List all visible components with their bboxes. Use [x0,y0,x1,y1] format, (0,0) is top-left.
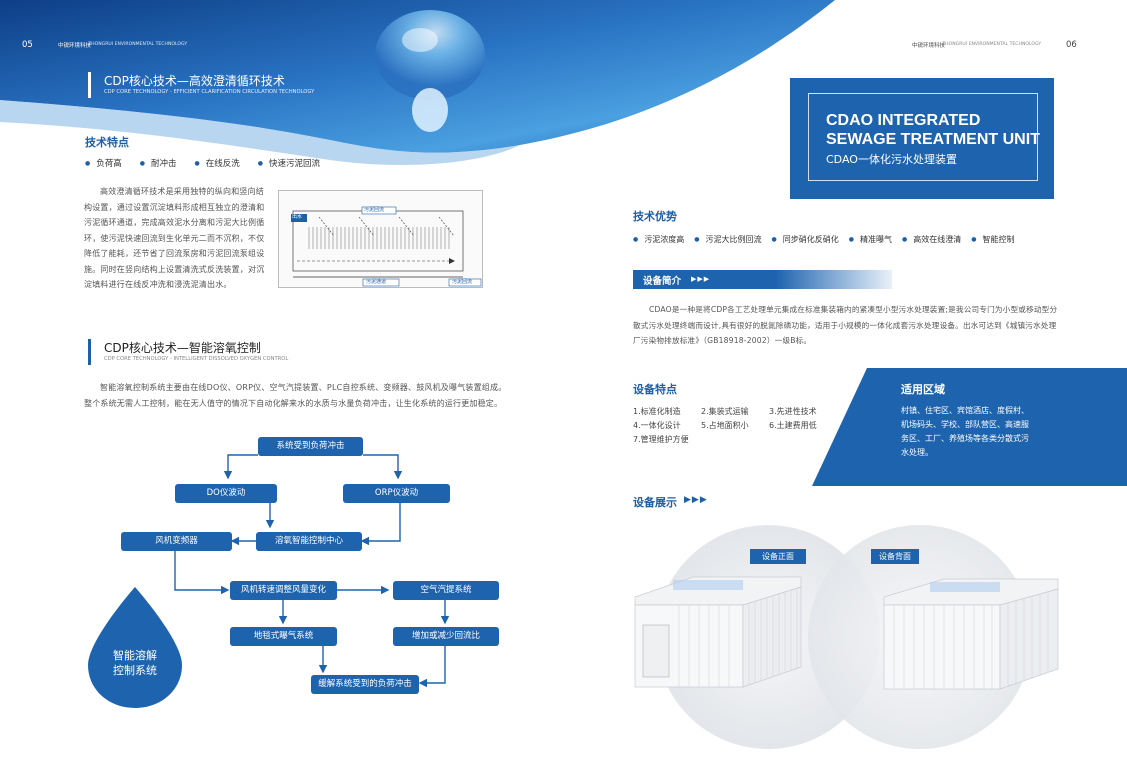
feature-item: 耐冲击 [140,157,177,169]
flow-node-fan-speed: 风机转速调整风量变化 [230,581,337,600]
front-view-label: 设备正面 [750,549,806,564]
advantage-item: 同步硝化反硝化 [772,234,839,245]
showcase-arrows-icon: ▶▶▶ [684,495,708,505]
hero-subtitle: CDAO一体化污水处理装置 [826,153,957,166]
feature-item: 在线反洗 [195,157,240,169]
areas-panel-bg [812,368,1127,486]
container-unit-front [634,576,802,688]
advantage-item: 精准曝气 [849,234,892,245]
feature-item: 负荷高 [85,157,122,169]
sec2-paragraph: 智能溶氧控制系统主要由在线DO仪、ORP仪、空气汽提装置、PLC自控系统、变频器… [84,383,507,408]
diagram-label-bottom1: 污泥通道 [366,279,387,285]
flowchart-arrows [174,454,450,688]
water-drop-icon [88,587,182,708]
advantage-item: 高效在线澄清 [902,234,961,245]
features-list: 负荷高 耐冲击 在线反洗 快速污泥回流 [85,157,320,169]
sec1-title-bar [88,72,91,98]
hero-title-line2: SEWAGE TREATMENT UNIT [826,131,1040,148]
back-view-label: 设备背面 [871,549,919,564]
intro-arrows-icon: ▶▶▶ [691,275,711,283]
advantage-item: 智能控制 [971,234,1015,245]
sec2-title-bar [88,339,91,365]
drop-label-line2: 控制系统 [113,664,157,677]
flow-node-do: DO仪波动 [175,484,277,503]
areas-text: 村镇、住宅区、宾馆酒店、度假村、机场码头、学校、部队营区、高速服务区、工厂、养殖… [901,406,1029,457]
device-feature-item: 5.占地面积小 [701,421,749,430]
sec1-title: CDP核心技术—高效澄清循环技术 [104,74,285,88]
advantage-item: 污泥大比例回流 [694,234,762,245]
intro-paragraph: CDAO是一种是将CDP各工艺处理单元集成在标准集装箱内的紧凑型小型污水处理装置… [633,305,1058,345]
advantages-list: 污泥浓度高 污泥大比例回流 同步硝化反硝化 精准曝气 高效在线澄清 智能控制 [633,234,1015,245]
showcase-title: 设备展示 [633,496,677,509]
drop-label: 智能溶解 控制系统 [82,648,188,678]
areas-title: 适用区域 [901,383,945,396]
device-features-title: 设备特点 [633,383,677,396]
header-water-wave [0,0,835,165]
right-page-number: 06 [1066,40,1077,50]
flow-node-relieve-impact: 缓解系统受到的负荷冲击 [311,675,419,694]
hero-panel: CDAO INTEGRATED SEWAGE TREATMENT UNIT CD… [790,78,1054,199]
flow-node-control-center: 溶氧智能控制中心 [256,532,362,551]
drop-label-line1: 智能溶解 [113,649,157,662]
diagram-label-bottom2: 污泥回流 [452,279,473,285]
flow-node-carpet-aeration: 地毯式曝气系统 [230,627,337,646]
device-features-grid: 1.标准化制造 2.集装式运输 3.先进性技术 4.一体化设计 5.占地面积小 … [633,405,843,447]
flow-node-fan-inverter: 风机变频器 [121,532,232,551]
left-page-number: 05 [22,40,33,50]
left-brand-cn: 中锐环境科技 [58,43,92,49]
device-feature-item: 2.集装式运输 [701,407,749,416]
container-unit-back [883,578,1059,690]
right-brand-cn: 中锐环境科技 [912,43,946,49]
hero-frame [808,93,1038,181]
advantages-title: 技术优势 [633,210,677,223]
sec1-paragraph: 高效澄清循环技术是采用独特的纵向和竖向结构设置，通过设置沉淀填料形成相互独立的澄… [84,187,265,289]
hero-title: CDAO INTEGRATED SEWAGE TREATMENT UNIT [826,111,1040,149]
right-brand-en: ZHONGRUI ENVIRONMENTAL TECHNOLOGY [942,41,1042,47]
device-feature-item: 6.土建费用低 [769,421,817,430]
clarifier-diagram: 污泥回流 出水 污泥通道 污泥回流 [278,190,483,288]
intro-title: 设备简介 [643,276,682,287]
sec1-subtitle: CDP CORE TECHNOLOGY - EFFICIENT CLARIFIC… [104,89,315,95]
feature-item: 快速污泥回流 [258,157,320,169]
device-feature-item: 7.管理维护方便 [633,435,689,444]
device-feature-item: 1.标准化制造 [633,407,681,416]
flow-node-load-impact: 系统受到负荷冲击 [258,437,363,456]
sec2-title: CDP核心技术—智能溶氧控制 [104,341,261,355]
features-title: 技术特点 [85,136,129,149]
advantage-item: 污泥浓度高 [633,234,684,245]
flow-node-orp: ORP仪波动 [343,484,450,503]
sec2-subtitle: CDP CORE TECHNOLOGY - INTELLIGENT DISSOL… [104,356,289,362]
diagram-label-left: 出水 [292,214,303,220]
device-feature-item: 3.先进性技术 [769,407,817,416]
device-feature-item: 4.一体化设计 [633,421,681,430]
diagram-label-top: 污泥回流 [364,207,385,213]
hero-title-line1: CDAO INTEGRATED [826,112,981,129]
flow-node-reflux-ratio: 增加或减少回流比 [393,627,499,646]
left-brand-en: ZHONGRUI ENVIRONMENTAL TECHNOLOGY [88,41,188,47]
flow-node-air-lift: 空气汽提系统 [393,581,499,600]
intro-banner: 设备简介 ▶▶▶ [633,270,892,289]
